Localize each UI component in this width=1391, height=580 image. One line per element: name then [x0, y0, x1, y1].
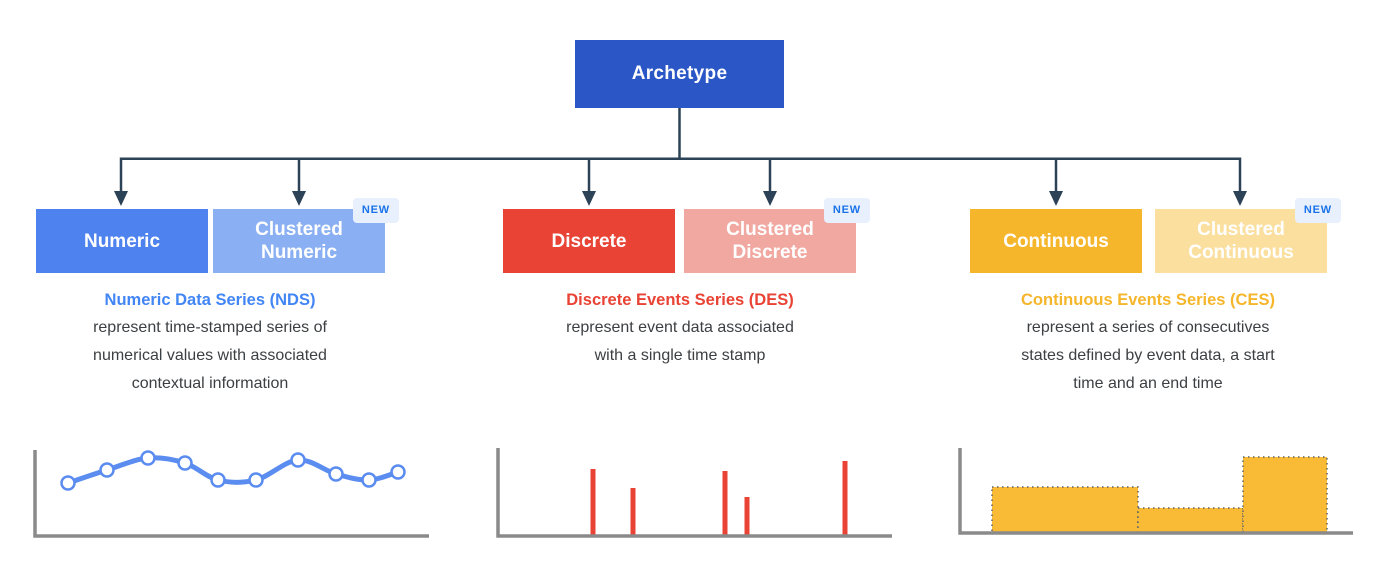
numeric-series-title: Numeric Data Series (NDS): [104, 291, 316, 309]
description-line: represent time-stamped series of: [93, 319, 327, 336]
clustered-numeric-label: Clustered Numeric: [255, 219, 343, 263]
new-badge: NEW: [823, 198, 870, 223]
clustered-discrete-label: Clustered Discrete: [726, 219, 814, 263]
discrete-spike-chart: [496, 448, 892, 538]
continuous-box: Continuous: [970, 209, 1142, 273]
archetype-root-node: Archetype: [575, 40, 784, 108]
discrete-box: Discrete: [503, 209, 675, 273]
discrete-series-title: Discrete Events Series (DES): [566, 291, 794, 309]
clustered-continuous-box: Clustered Continuous NEW: [1155, 198, 1341, 273]
numeric-box: Numeric: [36, 209, 208, 273]
continuous-description: Continuous Events Series (CES) represent…: [955, 286, 1341, 398]
new-badge: NEW: [352, 198, 399, 223]
clustered-numeric-box: Clustered Numeric NEW: [213, 198, 399, 273]
continuous-series-title: Continuous Events Series (CES): [1021, 291, 1275, 309]
numeric-line-chart: [33, 450, 429, 538]
continuous-step-chart: [958, 448, 1353, 535]
discrete-description: Discrete Events Series (DES) represent e…: [490, 286, 870, 370]
clustered-discrete-box: Clustered Discrete NEW: [684, 198, 870, 273]
clustered-continuous-label: Clustered Continuous: [1188, 219, 1294, 263]
numeric-description: Numeric Data Series (NDS) represent time…: [20, 286, 400, 398]
new-badge: NEW: [1294, 198, 1341, 223]
description-line: contextual information: [131, 375, 289, 392]
description-line: with a single time stamp: [594, 347, 766, 364]
description-line: represent event data associated: [566, 319, 794, 336]
description-line: time and an end time: [1073, 375, 1223, 392]
description-line: numerical values with associated: [93, 347, 327, 364]
description-line: represent a series of consecutives: [1026, 319, 1270, 336]
description-line: states defined by event data, a start: [1021, 347, 1275, 364]
